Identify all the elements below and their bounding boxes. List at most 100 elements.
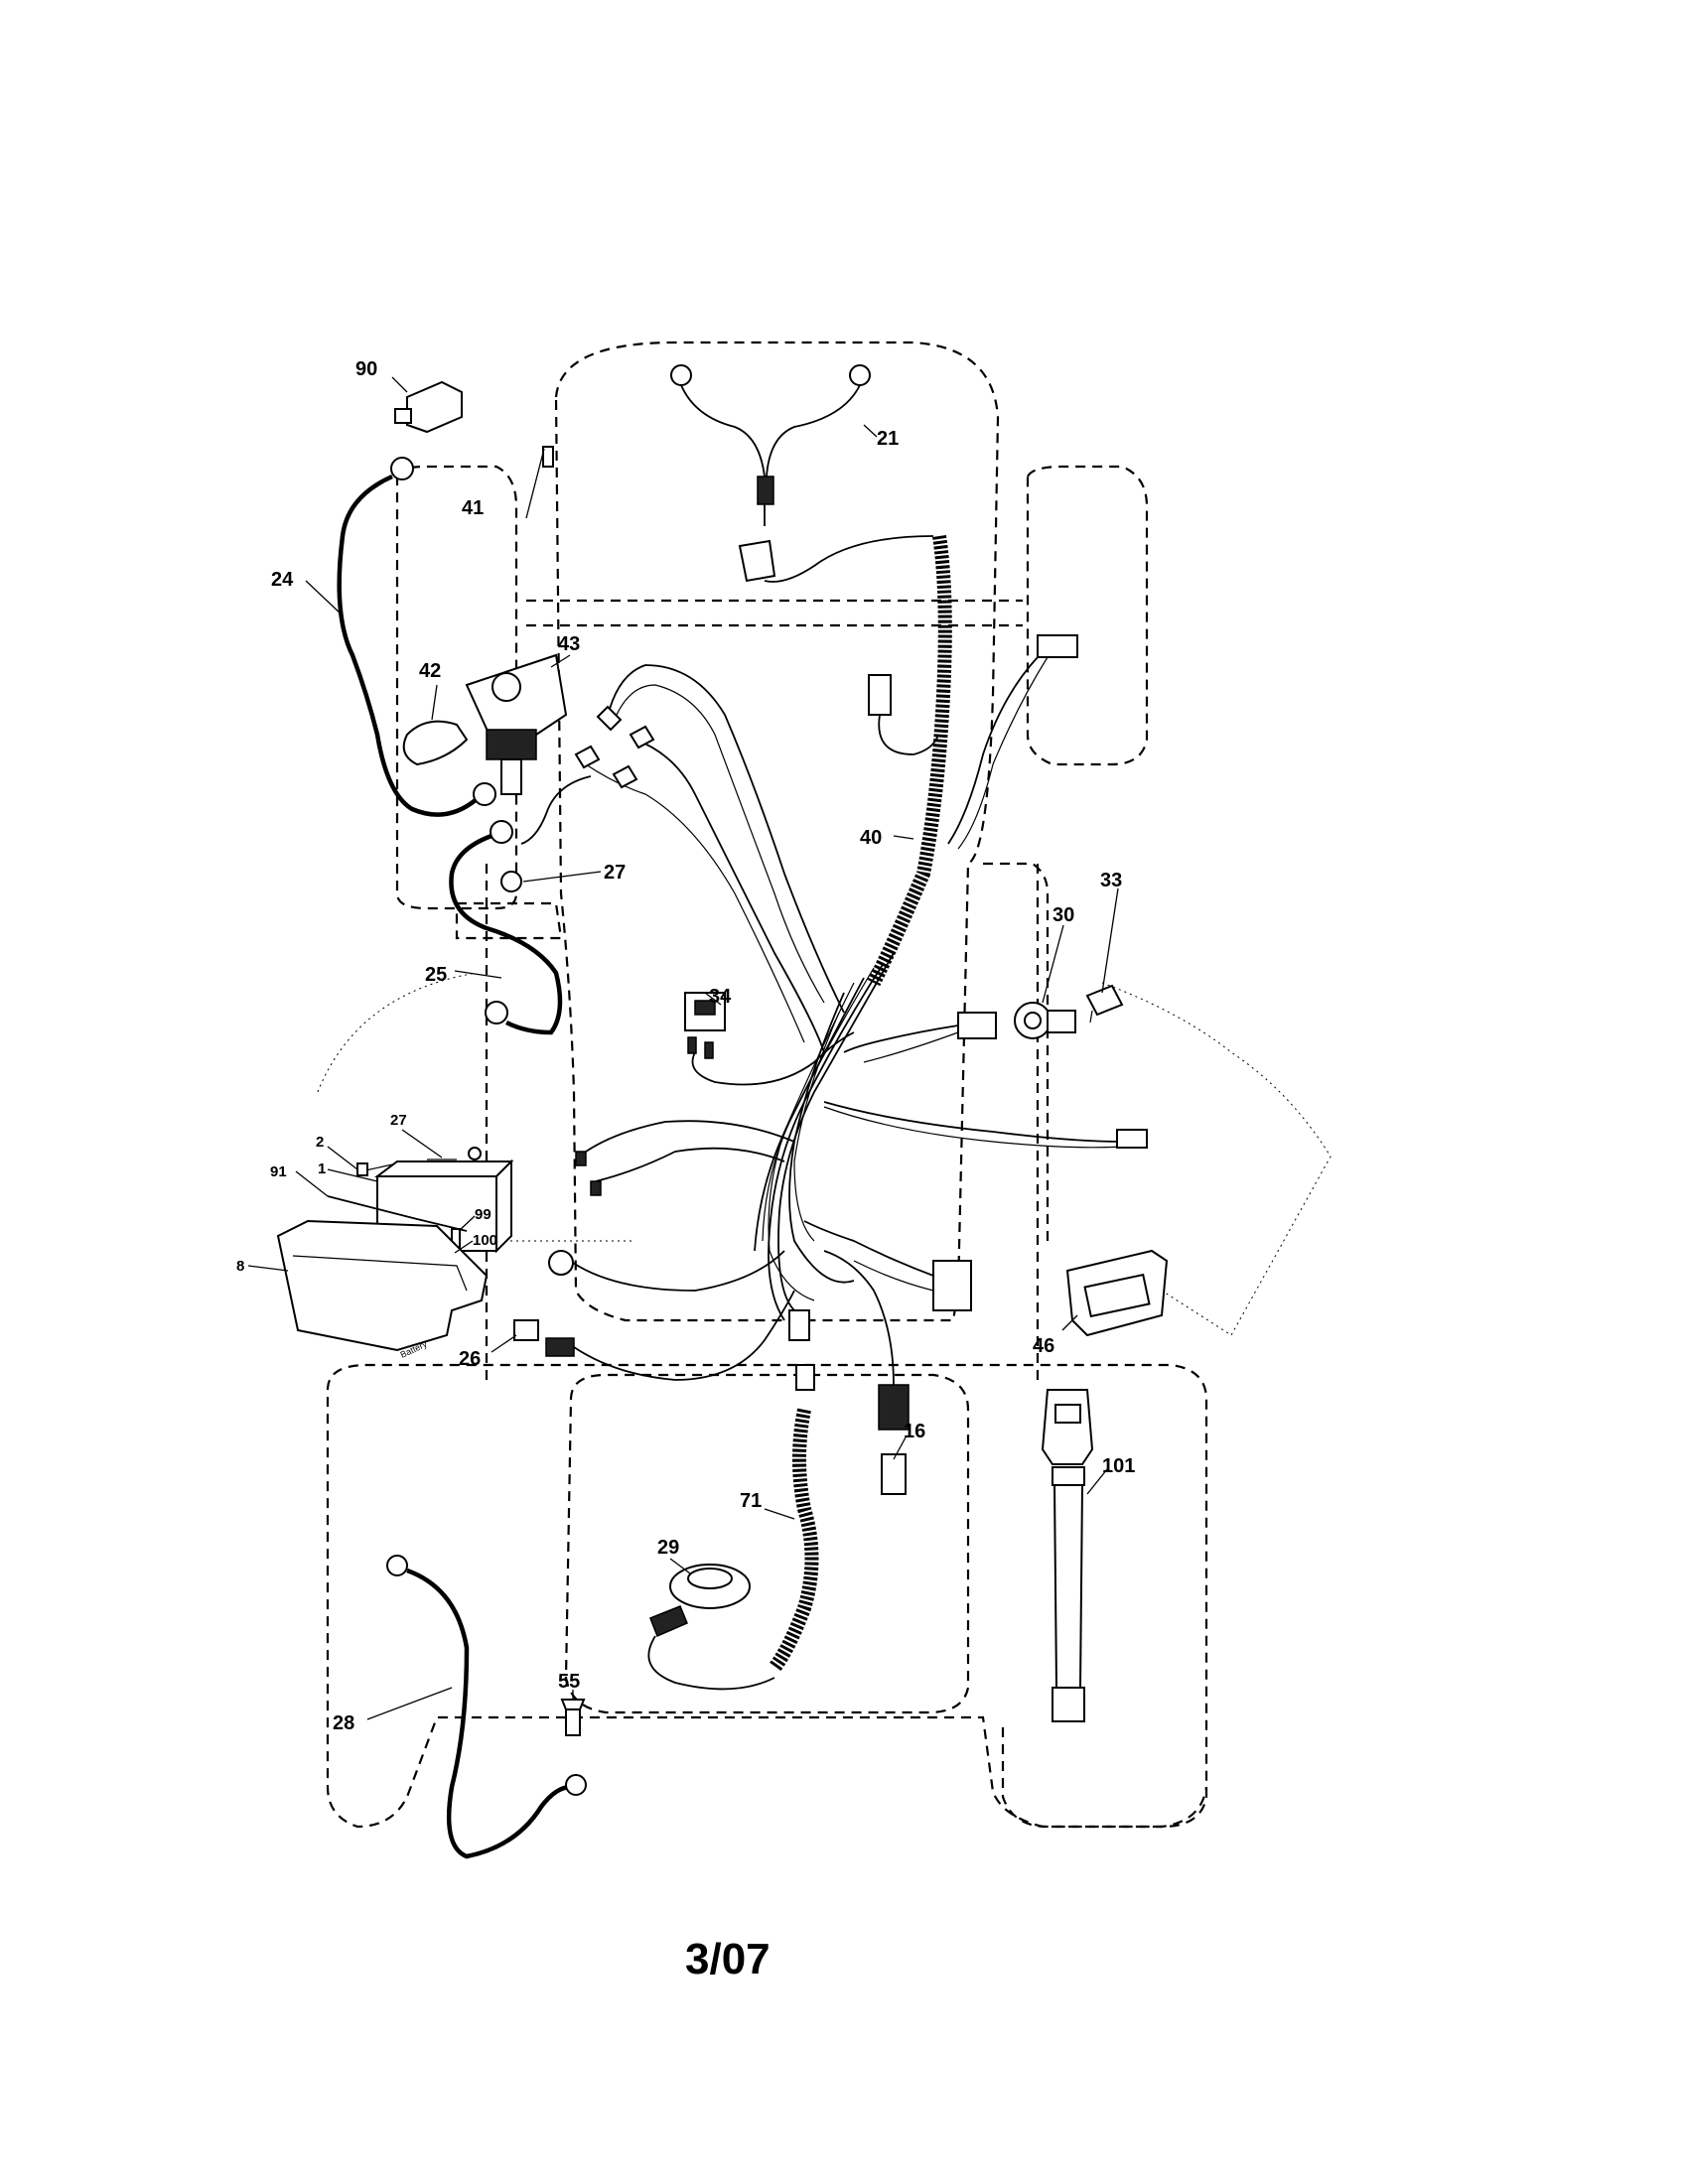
cover-90-group	[394, 380, 463, 434]
leader-40	[893, 835, 914, 840]
central-wire-bundle	[754, 952, 895, 1321]
date-code: 3/07	[685, 1935, 771, 1983]
cable-24-bottom-ring	[473, 782, 496, 806]
callout-24: 24	[271, 569, 294, 591]
headlight-right	[849, 364, 871, 386]
six-pin-connector	[932, 1260, 972, 1311]
battery-1-top	[374, 1160, 514, 1177]
bolt-2-head	[356, 1162, 368, 1176]
left-terminal-b	[590, 1180, 602, 1196]
battery-box-8	[276, 1219, 489, 1352]
callout-28: 28	[333, 1712, 354, 1734]
headlight-wire-left	[680, 384, 766, 478]
lower-connector-a	[788, 1309, 810, 1341]
key-33-shank	[1089, 1010, 1093, 1024]
leader-42	[431, 684, 438, 721]
leader-27a	[522, 871, 602, 883]
headlight-wire-right	[766, 384, 861, 478]
leader-24	[305, 580, 344, 616]
leader-30	[1042, 924, 1064, 1004]
right-lead-plug-body	[1116, 1129, 1148, 1149]
upper-harness-branches	[520, 664, 845, 1053]
coil-cord-71	[769, 1408, 819, 1673]
callout-41: 41	[462, 497, 484, 519]
leader-99	[458, 1215, 476, 1232]
leader-2	[327, 1146, 358, 1170]
loom-connector-clip	[738, 539, 776, 583]
lower-connector-b	[795, 1364, 815, 1391]
callout-26: 26	[459, 1348, 481, 1370]
loom-lead-to-connector	[764, 535, 934, 583]
seat-switch-group	[647, 1408, 819, 1691]
branch-e	[520, 775, 592, 845]
bundle-3	[762, 967, 875, 1242]
terminal-a	[596, 705, 623, 732]
callout-46: 46	[1033, 1335, 1054, 1357]
bolt-55-head	[560, 1699, 586, 1710]
terminal-c	[574, 745, 601, 769]
callout-100: 100	[473, 1232, 497, 1249]
leader-100	[454, 1240, 474, 1254]
mid-plug	[868, 674, 892, 716]
ignition-group	[843, 984, 1124, 1063]
connector-26-b	[545, 1337, 575, 1357]
display-46-screen	[1083, 1273, 1151, 1318]
switch-34-plug-b	[704, 1041, 714, 1059]
leader-91	[295, 1170, 329, 1197]
connector-26-wire	[573, 1290, 795, 1381]
callout-55: 55	[558, 1671, 580, 1693]
branch-a	[605, 664, 845, 1014]
solenoid-assembly	[402, 446, 568, 892]
ground-ring-wire	[572, 1250, 785, 1292]
headlight-connector	[757, 476, 774, 505]
callout-2: 2	[316, 1134, 324, 1151]
cable-25-bottom-ring	[485, 1001, 508, 1024]
connector-16-top	[878, 1384, 910, 1431]
ignition-plug-wire	[843, 1024, 959, 1053]
leader-34	[704, 992, 722, 1006]
leader-26	[491, 1334, 517, 1353]
right-lead-wire-b	[823, 1106, 1123, 1149]
leader-29	[669, 1558, 691, 1574]
callout-8: 8	[236, 1258, 244, 1275]
cable-101-body	[1052, 1484, 1084, 1689]
left-branch-b	[595, 1147, 785, 1182]
callout-25: 25	[425, 964, 447, 986]
cable-28-bottom-ring	[565, 1774, 587, 1796]
rear-right-wheel-outline	[1001, 1727, 1208, 1829]
cable-28-top-ring	[386, 1555, 408, 1576]
callout-1: 1	[318, 1160, 326, 1177]
solenoid-dome	[491, 672, 521, 702]
main-harness-loom	[738, 534, 952, 987]
callout-99: 99	[475, 1206, 491, 1223]
headlight-left	[670, 364, 692, 386]
headlight-harness	[670, 364, 871, 526]
callout-30: 30	[1052, 904, 1074, 926]
front-right-wheel-outline	[1026, 465, 1149, 766]
callout-21: 21	[877, 428, 899, 450]
ignition-plug	[957, 1012, 997, 1039]
seat-switch-29-top	[687, 1568, 733, 1589]
leader-28	[366, 1687, 453, 1720]
cover-90	[406, 380, 463, 434]
callout-16: 16	[904, 1421, 925, 1442]
seat-switch-wire	[647, 1635, 775, 1691]
leader-71	[764, 1508, 795, 1520]
upper-right-plug	[1037, 634, 1078, 658]
cable-24-top-ring	[390, 457, 414, 480]
upper-right-wire	[947, 656, 1039, 845]
solenoid-stem	[500, 758, 522, 795]
cable-101-end	[1052, 1687, 1085, 1722]
washer-27	[500, 871, 522, 892]
battery-cables	[337, 457, 563, 1035]
seat-switch-plug	[649, 1605, 688, 1637]
callout-27a: 27	[604, 862, 626, 884]
solenoid-body	[486, 729, 537, 760]
leader-27b	[401, 1129, 443, 1159]
terminal-b	[629, 725, 655, 750]
bundle-4	[754, 977, 865, 1252]
callout-29: 29	[657, 1537, 679, 1559]
right-upper-connector	[947, 634, 1078, 850]
left-terminal-a	[575, 1151, 587, 1166]
